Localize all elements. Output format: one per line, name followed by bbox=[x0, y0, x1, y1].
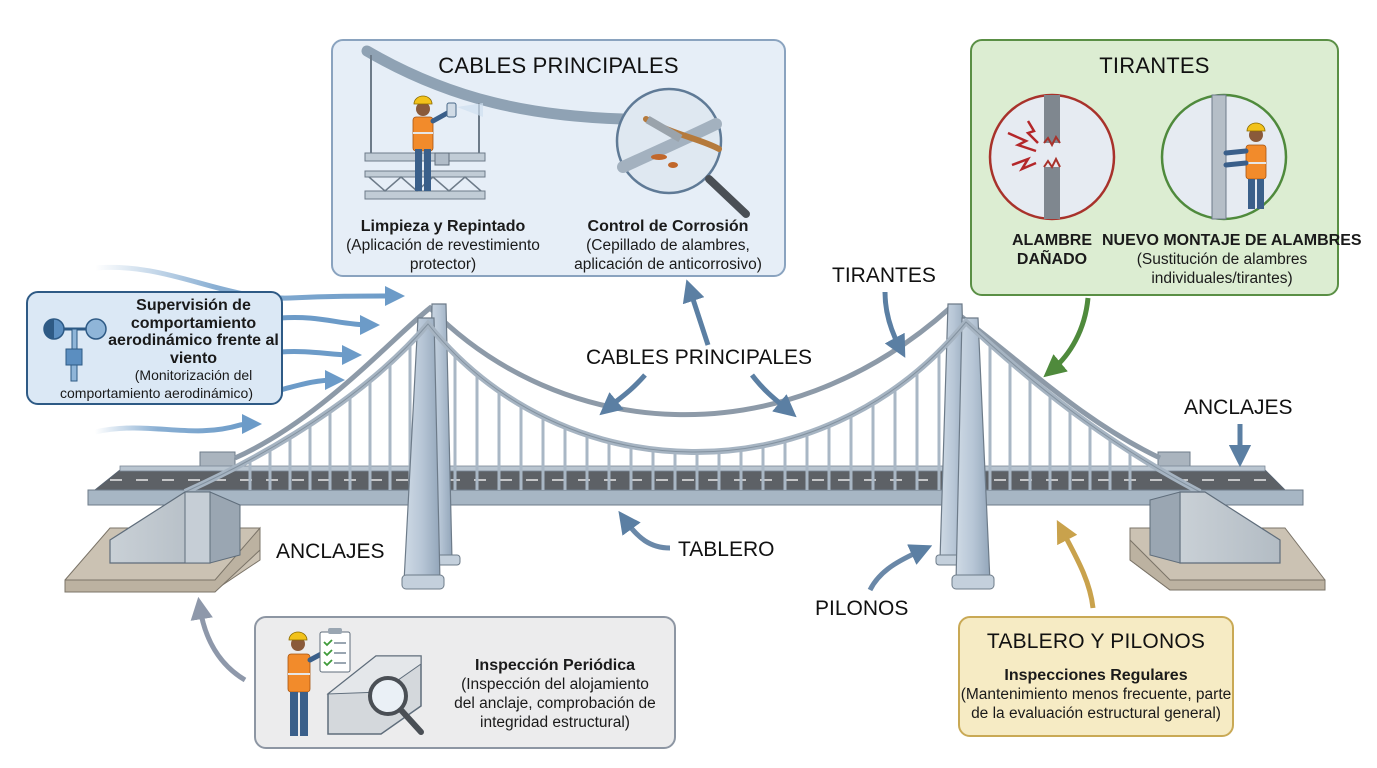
caption-heading: Control de Corrosión bbox=[587, 218, 749, 235]
label-pilonos: PILONOS bbox=[815, 597, 909, 620]
anchor-block-magnifier-icon bbox=[326, 655, 424, 735]
periodic-inspection-caption: Inspección Periódica (Inspección del alo… bbox=[444, 656, 666, 732]
worker-spraying-icon bbox=[361, 45, 714, 200]
caption-heading: Inspección Periódica bbox=[474, 657, 636, 674]
arrow-tablero bbox=[618, 510, 671, 551]
rear-anchorages bbox=[199, 451, 1191, 471]
caption-line: (Cepillado de alambres, bbox=[586, 237, 750, 254]
caption-heading: Supervisión de bbox=[136, 297, 251, 314]
arrow-anchor-panel bbox=[190, 596, 247, 683]
label-tablero: TABLERO bbox=[678, 538, 775, 561]
label-anclajes-right: ANCLAJES bbox=[1184, 396, 1293, 419]
caption-heading: aerodinámico frente al bbox=[108, 332, 279, 349]
left-pylon bbox=[401, 303, 461, 590]
caption-line: comportamiento aerodinámico) bbox=[60, 385, 253, 401]
arrow-cables-up bbox=[682, 279, 711, 346]
arrow-pilonos bbox=[867, 544, 933, 592]
wire-brush-magnifier-icon bbox=[615, 87, 750, 218]
panel-title: TIRANTES bbox=[1099, 53, 1210, 78]
arrow-tirantes-panel bbox=[1043, 297, 1091, 378]
caption-line: integridad estructural) bbox=[480, 714, 630, 731]
caption-line: (Sustitución de alambres bbox=[1136, 251, 1308, 268]
caption-heading: Inspecciones Regulares bbox=[1004, 667, 1188, 684]
caption-line: de la evaluación estructural general) bbox=[971, 705, 1221, 722]
wind-caption-last-line: comportamiento aerodinámico) bbox=[28, 385, 285, 401]
caption-heading: DAÑADO bbox=[1016, 251, 1088, 268]
label-tirantes: TIRANTES bbox=[832, 264, 936, 287]
corrosion-control-caption: Control de Corrosión (Cepillado de alamb… bbox=[568, 217, 768, 274]
bridge-deck bbox=[87, 465, 1304, 506]
regular-inspections-caption: Inspecciones Regulares (Mantenimiento me… bbox=[960, 666, 1232, 723]
label-cables-principales: CABLES PRINCIPALES bbox=[586, 346, 813, 369]
arrow-deck-panel bbox=[1056, 520, 1096, 609]
wind-monitoring-panel: Supervisión de comportamiento aerodinámi… bbox=[26, 291, 283, 405]
anchor-inspection-panel: Inspección Periódica (Inspección del alo… bbox=[254, 616, 676, 749]
arrow-cables-right bbox=[750, 373, 797, 418]
panel-title: TABLERO Y PILONOS bbox=[986, 630, 1206, 653]
caption-line: individuales/tirantes) bbox=[1151, 270, 1293, 287]
caption-heading: Limpieza y Repintado bbox=[360, 218, 526, 235]
cables-principales-panel: CABLES PRINCIPALES bbox=[331, 39, 786, 277]
callout-arrows bbox=[190, 279, 1252, 683]
arrow-cables-left bbox=[599, 373, 647, 416]
damaged-wire-caption: ALAMBRE DAÑADO bbox=[992, 231, 1112, 269]
main-cable-back bbox=[233, 304, 1162, 461]
deck-pylons-panel: TABLERO Y PILONOS Inspecciones Regulares… bbox=[958, 616, 1234, 737]
cleaning-repainting-caption: Limpieza y Repintado (Aplicación de reve… bbox=[343, 217, 543, 274]
wind-caption: Supervisión de comportamiento aerodinámi… bbox=[106, 297, 281, 385]
caption-line: del anclaje, comprobación de bbox=[454, 695, 656, 712]
label-anclajes-left: ANCLAJES bbox=[276, 540, 385, 563]
left-anchorage bbox=[64, 491, 261, 593]
tirantes-panel: TIRANTES ALAMBRE DAÑADO NUEV bbox=[970, 39, 1362, 296]
worker-clipboard-icon bbox=[287, 628, 351, 736]
worker-rewiring-icon bbox=[1160, 93, 1288, 221]
anemometer-icon bbox=[43, 318, 107, 382]
caption-line: (Aplicación de revestimiento bbox=[346, 237, 540, 254]
caption-heading: viento bbox=[169, 349, 218, 367]
caption-line: protector) bbox=[409, 256, 477, 273]
caption-line: (Mantenimiento menos frecuente, parte bbox=[960, 686, 1232, 703]
caption-line: aplicación de anticorrosivo) bbox=[574, 256, 762, 273]
panel-title: CABLES PRINCIPALES bbox=[438, 53, 679, 78]
arrow-tirantes bbox=[882, 291, 906, 358]
new-wire-assembly-caption: NUEVO MONTAJE DE ALAMBRES (Sustitución d… bbox=[1102, 231, 1362, 288]
caption-heading: ALAMBRE bbox=[1012, 232, 1092, 249]
caption-heading: comportamiento bbox=[130, 314, 257, 332]
caption-line: (Inspección del alojamiento bbox=[461, 676, 649, 693]
broken-wire-icon bbox=[988, 93, 1116, 221]
right-pylon bbox=[935, 303, 995, 590]
vertical-hangers bbox=[248, 343, 1132, 490]
caption-line: (Monitorización del bbox=[134, 367, 253, 383]
right-anchorage bbox=[1129, 491, 1326, 591]
caption-heading: NUEVO MONTAJE DE ALAMBRES bbox=[1102, 232, 1362, 249]
